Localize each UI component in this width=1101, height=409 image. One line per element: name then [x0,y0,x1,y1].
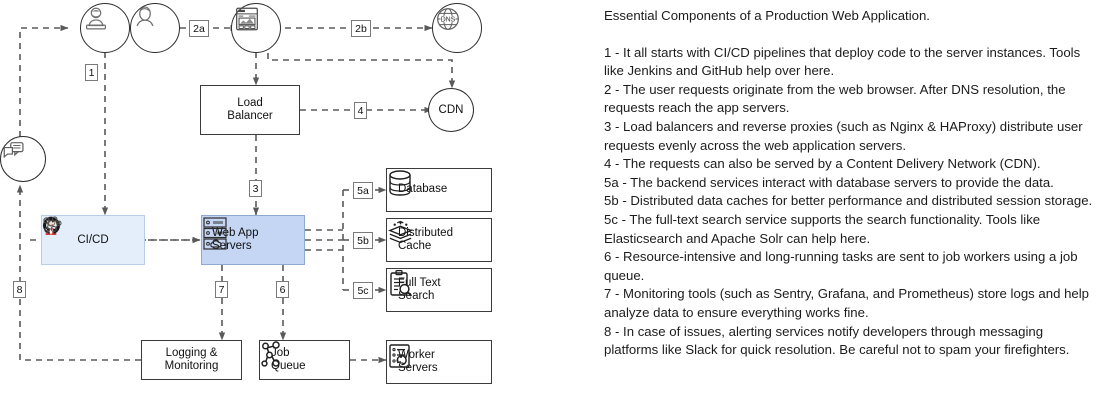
node-alerting[interactable] [0,136,46,182]
edge-label-8: 8 [13,281,26,298]
node-job-queue[interactable]: Job Queue [259,340,350,380]
edge-label-6: 6 [276,281,289,298]
node-cicd[interactable]: CI/CD [41,215,145,265]
node-full-text-search[interactable]: Full Text Search [386,268,492,312]
edge-label-7: 7 [215,281,228,298]
edge-label-5a: 5a [353,182,373,199]
node-web-app-servers[interactable]: Web App Servers [201,215,305,265]
svg-text:DNS: DNS [441,16,456,23]
node-dns[interactable]: DNS [432,3,482,53]
node-worker-servers-label: Worker Servers [398,348,438,375]
edge-label-2a: 2a [189,20,209,37]
node-developer[interactable] [80,3,130,53]
notes-title: Essential Components of a Production Web… [604,8,930,23]
node-worker-servers[interactable]: Worker Servers [386,340,492,384]
node-database[interactable]: Database [386,168,492,212]
node-logging-monitoring-label: Logging & Monitoring [164,346,219,373]
node-cicd-label: CI/CD [77,233,109,246]
edge-label-5c: 5c [353,282,373,299]
node-cdn[interactable]: CDN [428,88,474,132]
node-distributed-cache-label: Distributed Cache [398,226,453,253]
edge-label-1: 1 [85,64,98,81]
node-user[interactable] [130,3,180,53]
node-load-balancer[interactable]: Load Balancer [200,85,300,135]
notes-body: 1 - It all starts with CI/CD pipelines t… [604,44,1093,358]
edge-label-4: 4 [354,102,367,119]
node-load-balancer-label: Load Balancer [227,96,273,123]
node-cdn-label: CDN [438,104,464,116]
edge-label-5b: 5b [353,232,373,249]
notes-panel: Essential Components of a Production Web… [600,0,1100,409]
node-browser[interactable] [231,3,281,53]
node-logging-monitoring[interactable]: Logging & Monitoring [141,340,242,380]
edge-label-2b: 2b [351,20,371,37]
architecture-diagram: DNS CDN Load Balancer CI/CD [0,3,492,384]
edge-label-3: 3 [249,180,262,197]
node-distributed-cache[interactable]: Distributed Cache [386,218,492,262]
